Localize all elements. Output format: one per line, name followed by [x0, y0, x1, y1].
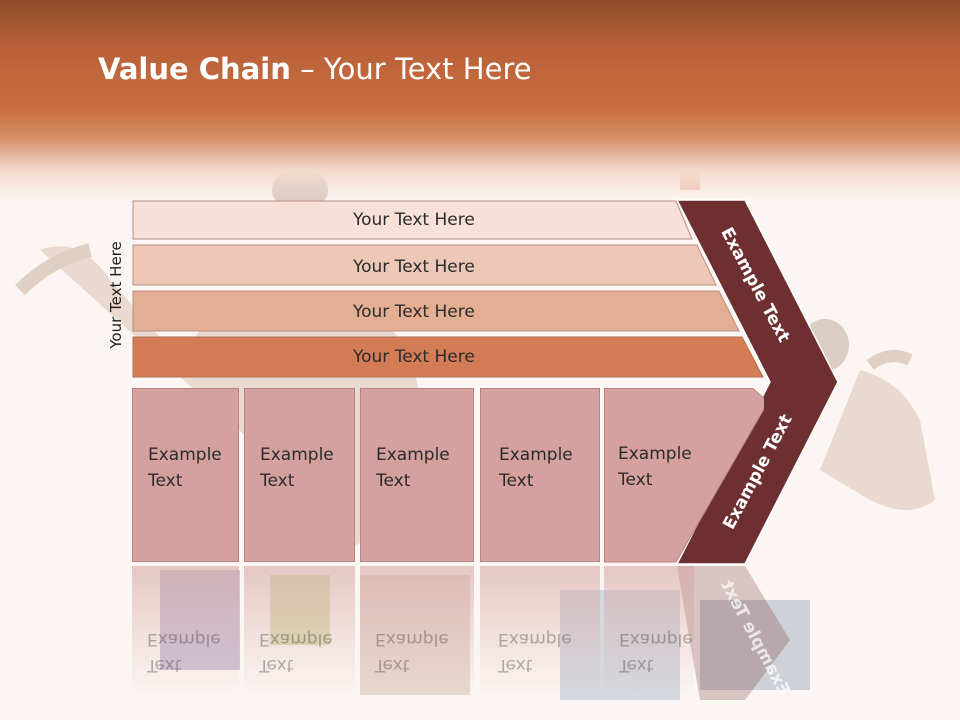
title-banner [0, 0, 960, 200]
cell-3-line2: Text [376, 471, 411, 491]
activity-cell-5-shape [604, 388, 764, 563]
bar-3-label: Your Text Here [353, 302, 475, 322]
cell-1-reflection-line2: Text [147, 655, 182, 675]
cell-3-reflection-line2: Text [375, 655, 410, 675]
cell-1-line1: Example [148, 445, 222, 465]
title-bold: Value Chain [98, 52, 291, 86]
cell-5-reflection: Text Example [604, 566, 694, 696]
bar-1-label: Your Text Here [353, 210, 475, 230]
bar-4-label: Your Text Here [353, 347, 475, 367]
cell-2-line1: Example [260, 445, 334, 465]
cell-1-reflection: Text Example [132, 566, 239, 696]
cell-4-line1: Example [499, 445, 573, 465]
cell-2-reflection-line1: Example [259, 629, 333, 649]
cell-4-reflection: Text Example [480, 566, 600, 696]
cell-2-reflection: Text Example [244, 566, 355, 696]
cell-5-line2: Text [618, 470, 653, 490]
cell-1-line2: Text [148, 471, 183, 491]
bar-1 [132, 200, 693, 240]
chevron-arrow [675, 199, 839, 565]
chevron-reflection [677, 566, 790, 700]
cell-4-reflection-line2: Text [498, 655, 533, 675]
cell-2-reflection-line2: Text [259, 655, 294, 675]
cell-4-line2: Text [499, 471, 534, 491]
bar-2-label: Your Text Here [353, 257, 475, 277]
cell-2-line2: Text [260, 471, 295, 491]
title-rest: – Your Text Here [290, 52, 532, 86]
cell-5-reflection-line2: Text [619, 655, 654, 675]
cell-3-reflection-line1: Example [375, 629, 449, 649]
bar-4 [132, 336, 764, 378]
slide-title: Value Chain – Your Text Here [98, 52, 532, 86]
cell-4-reflection-line1: Example [498, 629, 572, 649]
bar-2 [132, 244, 717, 286]
cell-5-reflection-line1: Example [619, 629, 693, 649]
cell-1-reflection-line1: Example [147, 629, 221, 649]
cell-5-line1: Example [618, 444, 692, 464]
cell-3-line1: Example [376, 445, 450, 465]
cell-3-reflection: Text Example [360, 566, 474, 696]
bar-3 [132, 290, 740, 332]
